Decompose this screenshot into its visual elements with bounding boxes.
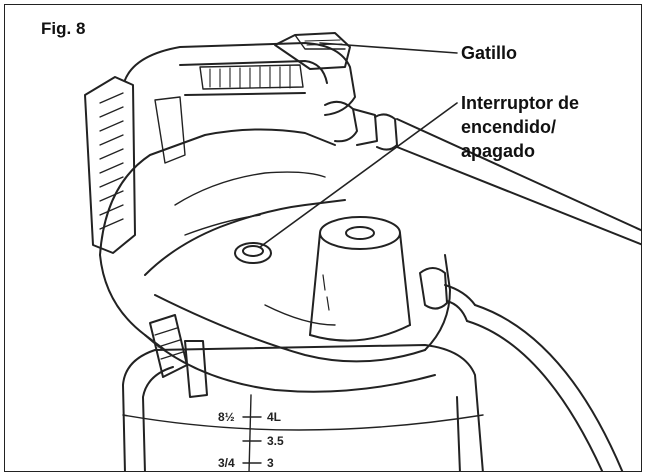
power-switch [234, 242, 272, 264]
measuring-scale [242, 394, 262, 471]
power-switch-callout-line: apagado [461, 141, 536, 161]
container-bowl [122, 344, 484, 471]
leader-line-trigger [319, 42, 458, 54]
motor-housing [99, 128, 451, 393]
sprayer-illustration [84, 32, 641, 471]
filter-cylinder [309, 216, 411, 342]
figure-label: Fig. 8 [41, 19, 86, 38]
power-switch-callout-line: Interruptor de [461, 93, 580, 113]
figure-frame: Fig. 8 Gatillo Interruptor de encendido/… [4, 4, 642, 472]
power-switch-callout: Interruptor de encendido/ apagado [461, 91, 636, 163]
handle [124, 42, 356, 164]
leader-line-switch [259, 102, 458, 248]
side-grip [84, 76, 136, 254]
container-latch [149, 314, 208, 398]
trigger-callout: Gatillo [461, 43, 518, 63]
air-hose [324, 100, 641, 246]
trigger [274, 32, 351, 70]
fluid-hose [419, 267, 624, 471]
power-switch-callout-line: encendido/ [461, 117, 557, 137]
